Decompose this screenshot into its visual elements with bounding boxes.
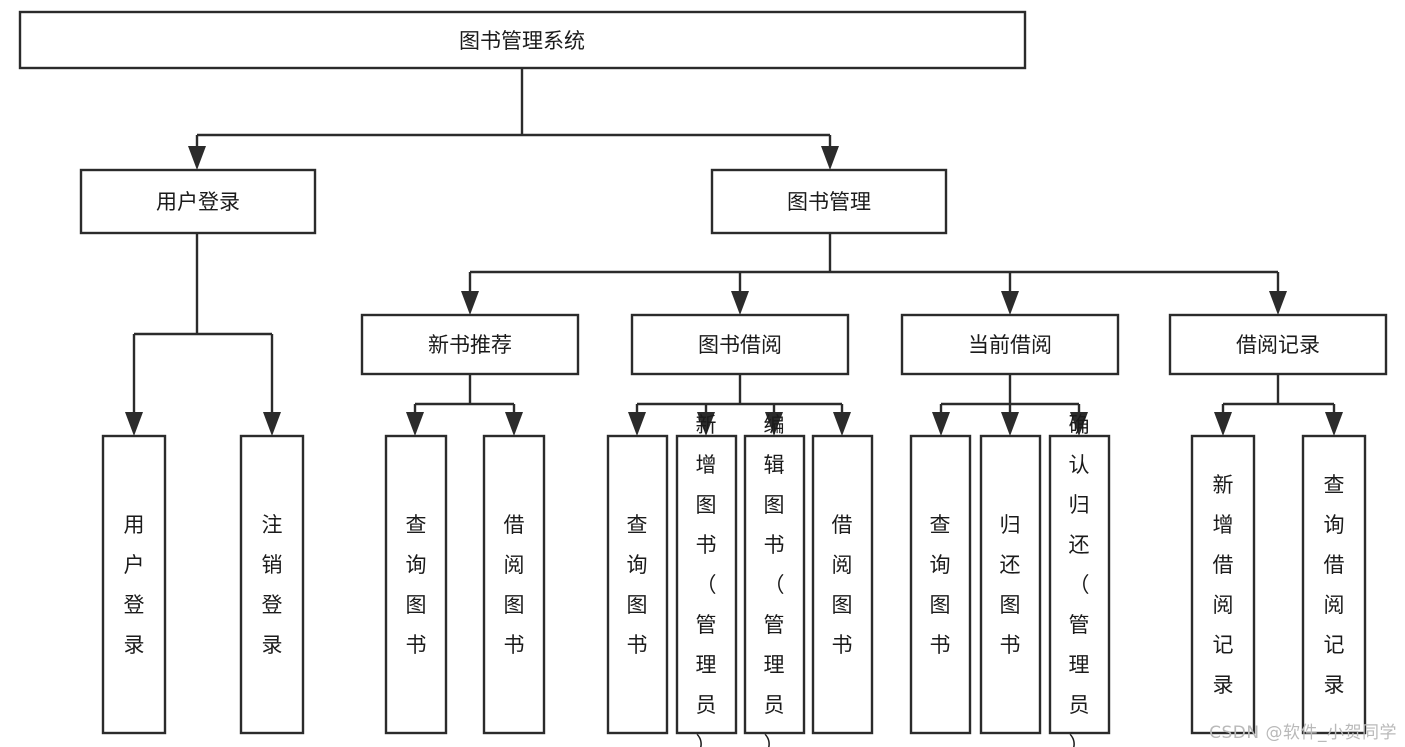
node-book-manage-box[interactable] — [710, 168, 948, 235]
node-leaf-user-login-label: 用户登录 — [124, 513, 145, 657]
node-current-borrow[interactable]: 当前借阅 — [900, 313, 1120, 376]
node-leaf-rec-query-record-label: 查询借阅记录 — [1324, 473, 1345, 697]
node-leaf-user-login-box[interactable] — [101, 434, 167, 735]
node-leaf-rec-query-book-box[interactable] — [384, 434, 448, 735]
node-leaf-cur-query-book-label: 查询图书 — [930, 513, 951, 657]
node-leaf-borrow-add-book[interactable]: 新增图书（管理员） — [675, 413, 738, 747]
node-leaf-user-logout-box[interactable] — [239, 434, 305, 735]
node-leaf-rec-borrow-book[interactable]: 借阅图书 — [482, 434, 546, 735]
node-leaf-rec-add-record-box[interactable] — [1190, 434, 1256, 735]
arrow-to-leaf-borrow-add-book — [697, 412, 715, 436]
csdn-watermark: CSDN @软件_小贺同学 — [1209, 723, 1397, 743]
node-leaf-rec-query-book[interactable]: 查询图书 — [384, 434, 448, 735]
arrow-to-leaf-borrow-borrow-book — [833, 412, 851, 436]
node-root-box[interactable] — [18, 10, 1027, 70]
node-leaf-borrow-borrow-book[interactable]: 借阅图书 — [811, 434, 874, 735]
node-leaf-borrow-edit-book[interactable]: 编辑图书（管理员） — [743, 413, 806, 747]
arrow-to-leaf-user-logout — [263, 412, 281, 436]
node-leaf-borrow-query-book-label: 查询图书 — [627, 513, 648, 657]
node-current-borrow-box[interactable] — [900, 313, 1120, 376]
arrow-to-leaf-cur-query-book — [932, 412, 950, 436]
node-leaf-rec-query-record[interactable]: 查询借阅记录 — [1301, 434, 1367, 735]
node-leaf-cur-confirm-return-label: 确认归还（管理员） — [1069, 413, 1090, 747]
node-user-login[interactable]: 用户登录 — [79, 168, 317, 235]
node-user-login-label: 用户登录 — [156, 190, 240, 214]
node-leaf-cur-query-book[interactable]: 查询图书 — [909, 434, 972, 735]
node-root-label: 图书管理系统 — [459, 29, 585, 53]
node-leaf-borrow-add-book-label: 新增图书（管理员） — [696, 413, 717, 747]
node-borrow-record-label: 借阅记录 — [1236, 333, 1320, 357]
node-leaf-rec-add-record-label: 新增借阅记录 — [1213, 473, 1234, 697]
node-leaf-cur-confirm-return-box[interactable] — [1048, 434, 1111, 735]
arrow-to-leaf-rec-borrow-book — [505, 412, 523, 436]
arrow-to-book-borrow — [731, 291, 749, 315]
connector-new-book-rec-stem — [413, 374, 516, 422]
node-user-login-box[interactable] — [79, 168, 317, 235]
node-new-book-rec-label: 新书推荐 — [428, 333, 512, 357]
arrow-to-leaf-rec-add-record — [1214, 412, 1232, 436]
node-leaf-cur-confirm-return[interactable]: 确认归还（管理员） — [1048, 413, 1111, 747]
arrow-to-new-book-rec — [461, 291, 479, 315]
node-leaf-rec-add-record[interactable]: 新增借阅记录 — [1190, 434, 1256, 735]
node-leaf-borrow-query-book[interactable]: 查询图书 — [606, 434, 669, 735]
node-leaf-borrow-borrow-book-box[interactable] — [811, 434, 874, 735]
node-leaf-borrow-query-book-box[interactable] — [606, 434, 669, 735]
node-leaf-borrow-add-book-box[interactable] — [675, 434, 738, 735]
node-new-book-rec[interactable]: 新书推荐 — [360, 313, 580, 376]
connector-user-login-stem — [132, 233, 274, 422]
node-leaf-cur-return-book-label: 归还图书 — [1000, 513, 1021, 657]
arrow-to-leaf-borrow-edit-book — [765, 412, 783, 436]
arrow-to-leaf-rec-query-book — [406, 412, 424, 436]
node-borrow-record-box[interactable] — [1168, 313, 1388, 376]
arrow-to-borrow-record — [1269, 291, 1287, 315]
node-leaf-rec-borrow-book-box[interactable] — [482, 434, 546, 735]
node-book-manage-label: 图书管理 — [787, 190, 871, 214]
arrow-to-leaf-borrow-query-book — [628, 412, 646, 436]
arrow-to-current-borrow — [1001, 291, 1019, 315]
node-leaf-rec-query-book-label: 查询图书 — [406, 513, 427, 657]
node-leaf-borrow-edit-book-label: 编辑图书（管理员） — [764, 413, 785, 747]
node-root[interactable]: 图书管理系统 — [18, 10, 1027, 70]
node-book-borrow-label: 图书借阅 — [698, 333, 782, 357]
node-leaf-user-login[interactable]: 用户登录 — [101, 434, 167, 735]
node-leaf-cur-return-book[interactable]: 归还图书 — [979, 434, 1042, 735]
node-leaf-user-logout-label: 注销登录 — [262, 513, 283, 657]
node-book-borrow[interactable]: 图书借阅 — [630, 313, 850, 376]
arrow-to-leaf-cur-return-book — [1001, 412, 1019, 436]
connector-root-stem — [195, 68, 832, 156]
node-leaf-rec-query-record-box[interactable] — [1301, 434, 1367, 735]
node-borrow-record[interactable]: 借阅记录 — [1168, 313, 1388, 376]
node-leaf-user-logout[interactable]: 注销登录 — [239, 434, 305, 735]
connector-book-borrow-stem — [635, 374, 844, 422]
connector-book-manage-stem — [468, 233, 1280, 301]
node-leaf-borrow-borrow-book-label: 借阅图书 — [832, 513, 853, 657]
node-current-borrow-label: 当前借阅 — [968, 333, 1052, 357]
connectors — [125, 68, 1343, 436]
arrow-to-user-login — [188, 146, 206, 170]
node-book-manage[interactable]: 图书管理 — [710, 168, 948, 235]
node-book-borrow-box[interactable] — [630, 313, 850, 376]
arrow-to-leaf-cur-confirm-return — [1070, 412, 1088, 436]
arrow-to-leaf-user-login — [125, 412, 143, 436]
arrow-to-leaf-rec-query-record — [1325, 412, 1343, 436]
node-leaf-cur-query-book-box[interactable] — [909, 434, 972, 735]
node-new-book-rec-box[interactable] — [360, 313, 580, 376]
node-leaf-borrow-edit-book-box[interactable] — [743, 434, 806, 735]
arrow-to-book-manage — [821, 146, 839, 170]
node-leaf-cur-return-book-box[interactable] — [979, 434, 1042, 735]
node-leaf-rec-borrow-book-label: 借阅图书 — [504, 513, 525, 657]
connector-borrow-record-stem — [1221, 374, 1336, 422]
